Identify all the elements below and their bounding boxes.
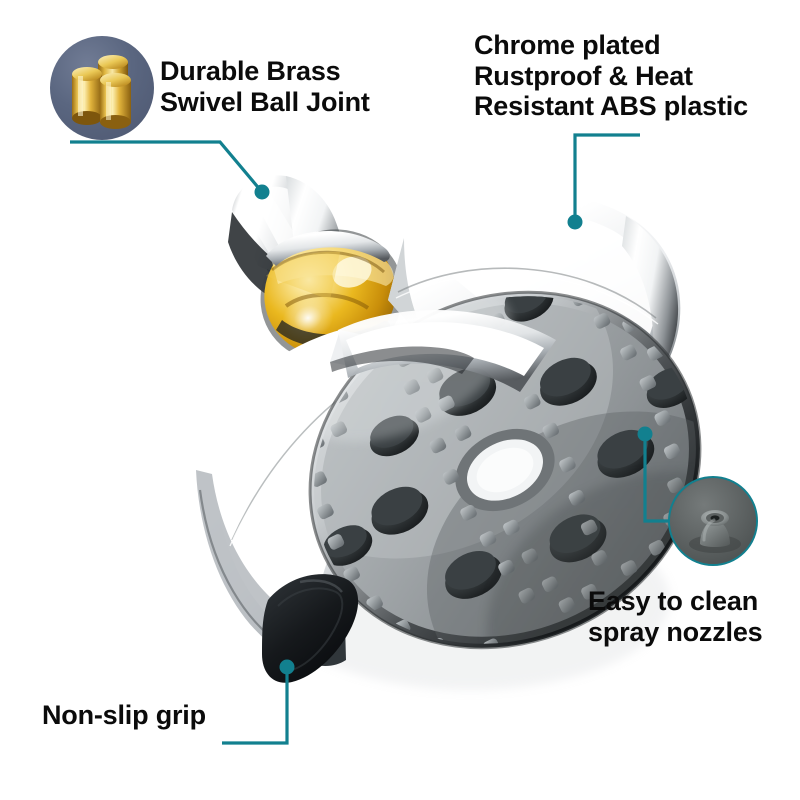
callout-label-non-slip-grip: Non-slip grip — [42, 700, 206, 730]
non-slip-grip-tab — [262, 574, 359, 683]
callout-label-chrome: Chrome plated Rustproof & Heat Resistant… — [474, 30, 748, 121]
spray-nozzle-icon — [668, 476, 758, 566]
brass-rods-icon — [50, 36, 154, 140]
callout-label-brass: Durable Brass Swivel Ball Joint — [160, 56, 370, 117]
callout-label-spray-nozzles: Easy to clean spray nozzles — [588, 586, 763, 647]
